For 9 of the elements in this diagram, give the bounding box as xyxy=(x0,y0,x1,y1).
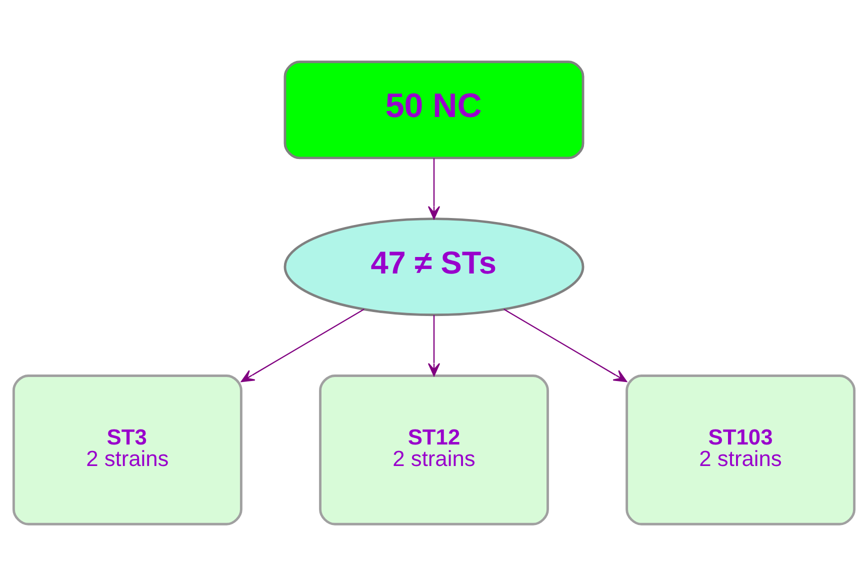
arrow xyxy=(428,158,440,220)
arrow xyxy=(240,308,364,382)
node-box: ST12 2 strains xyxy=(319,374,549,526)
node-box: ST3 2 strains xyxy=(12,374,242,526)
node-ellipse: 47 ≠ STs xyxy=(284,218,584,316)
node-box: 50 NC xyxy=(284,60,584,160)
arrow xyxy=(504,308,628,382)
arrow xyxy=(428,315,440,376)
node-box: ST103 2 strains xyxy=(626,374,856,526)
